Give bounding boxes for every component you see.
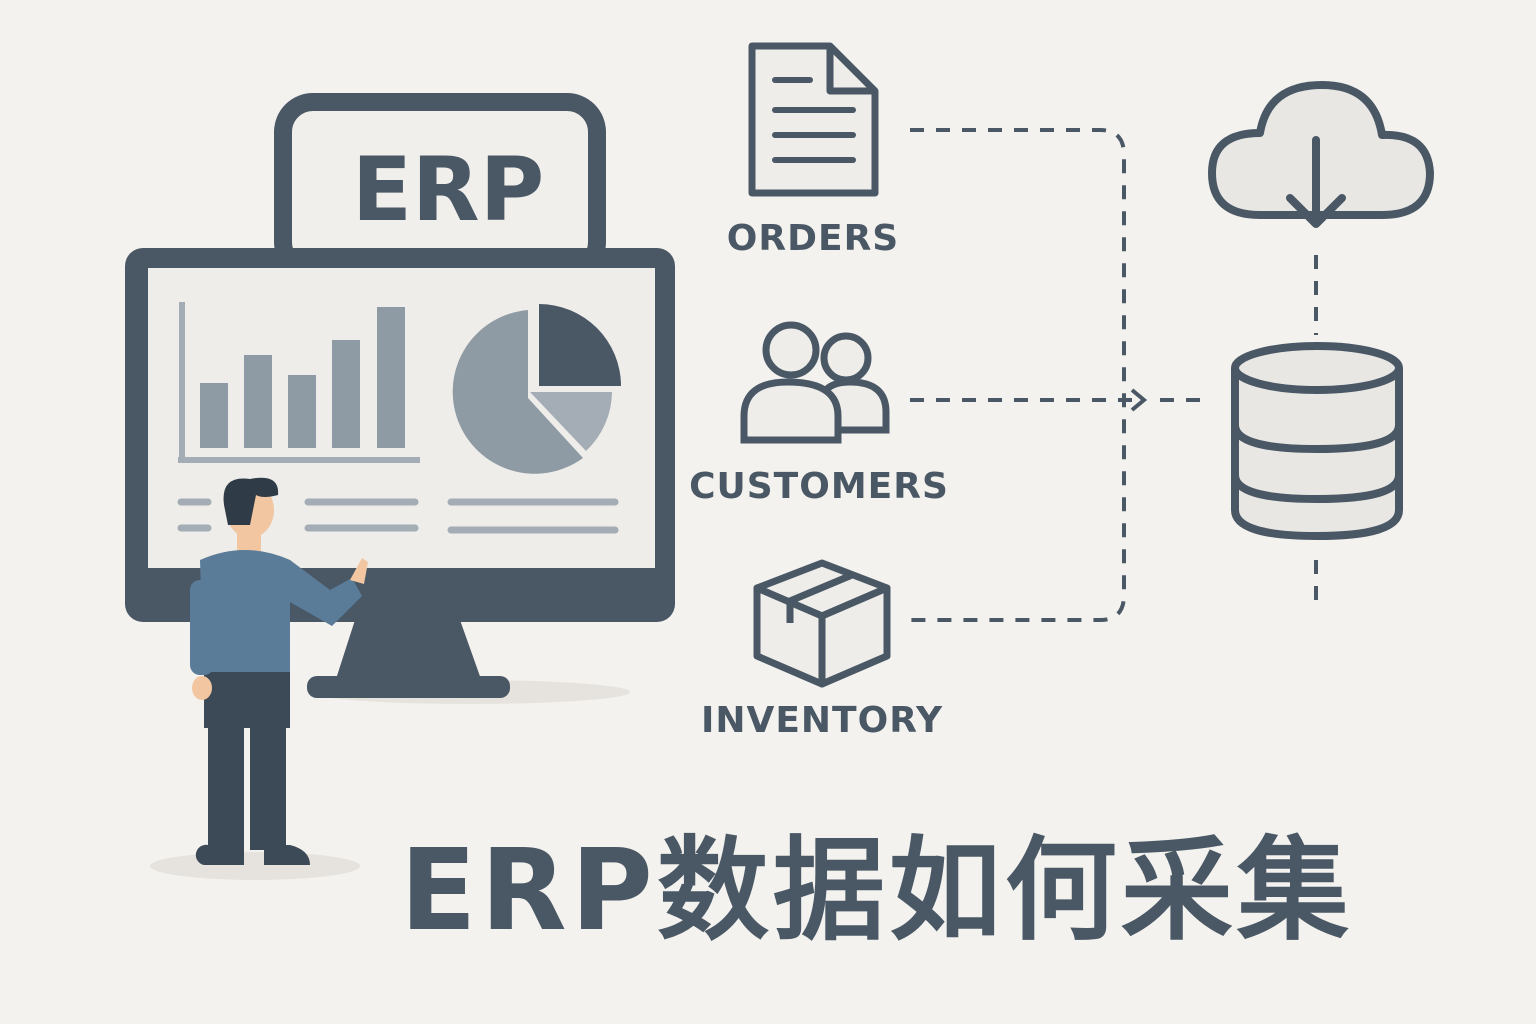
- person-shadow: [150, 852, 360, 880]
- arrow-head: [1130, 388, 1148, 412]
- erp-tab: ERP: [274, 93, 606, 281]
- chart-bar: [377, 307, 405, 448]
- data-flow-lines: [910, 128, 1318, 622]
- erp-tab-label: ERP: [352, 138, 544, 241]
- customers-label: CUSTOMERS: [689, 466, 949, 507]
- pie-slice: [530, 392, 612, 451]
- monitor-stand: [335, 620, 482, 682]
- pie-slice: [452, 310, 583, 474]
- monitor-base: [307, 676, 510, 698]
- pie-slice: [539, 304, 621, 386]
- cloud-download-icon: [1208, 81, 1434, 228]
- person: [190, 477, 368, 865]
- box-icon: [753, 559, 891, 688]
- users-icon: [740, 321, 890, 444]
- chart-bar: [332, 340, 360, 448]
- orders-label: ORDERS: [726, 218, 900, 259]
- chart-bar: [200, 383, 228, 448]
- page-title: ERP数据如何采集: [400, 826, 1353, 956]
- screen-text-lines: [177, 498, 619, 534]
- chart-bar: [288, 375, 316, 448]
- database-icon: [1231, 342, 1403, 541]
- document-icon: [748, 42, 879, 197]
- chart-bar: [244, 355, 272, 448]
- inventory-label: INVENTORY: [700, 700, 944, 741]
